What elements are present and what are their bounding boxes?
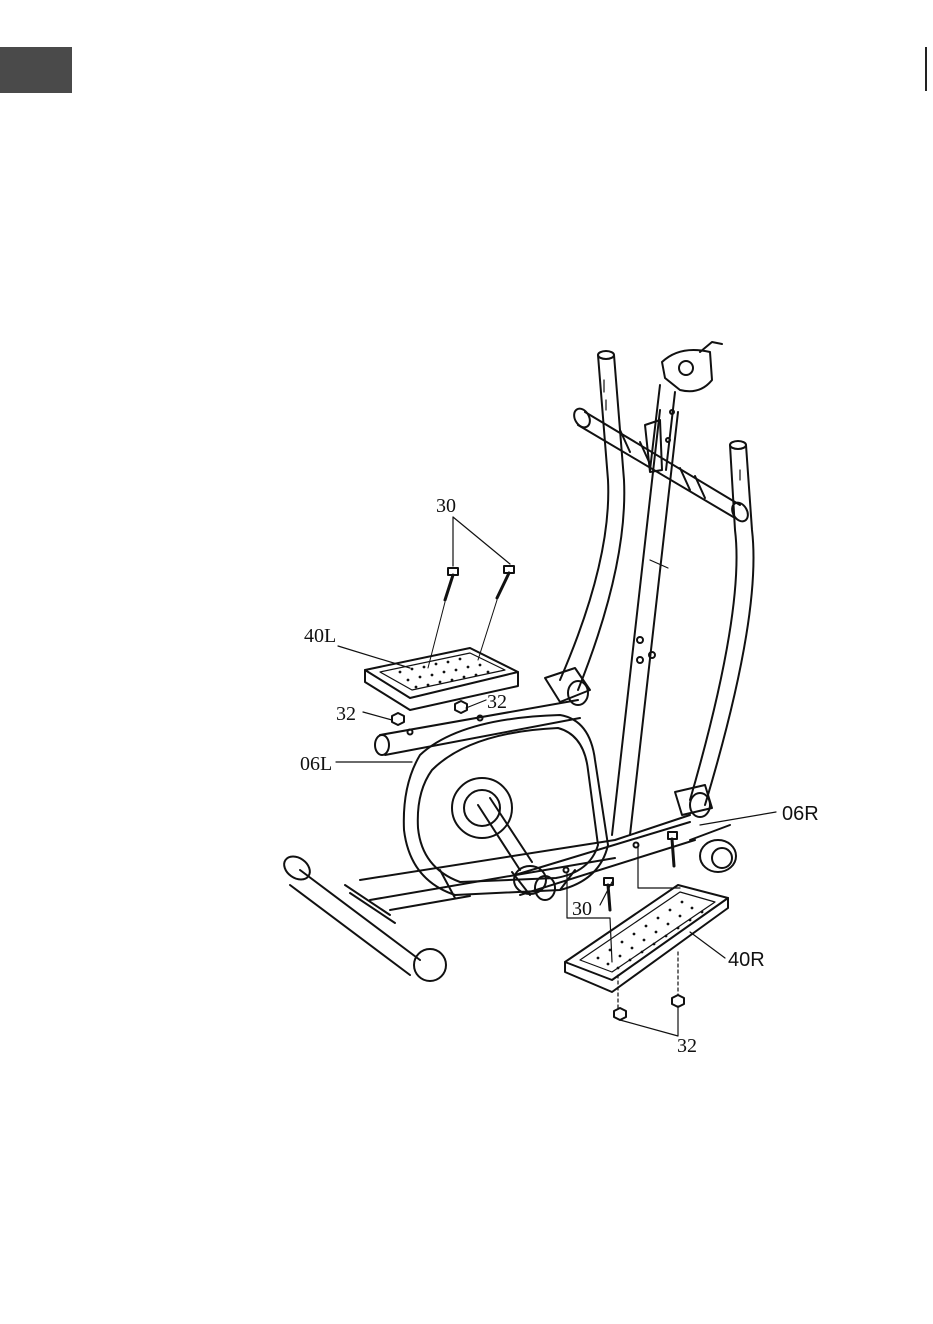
label-right-pedal: 40R (728, 949, 765, 971)
flywheel-housing (404, 715, 608, 898)
right-moving-arm (675, 441, 753, 817)
label-nut-right: 32 (677, 1035, 697, 1057)
label-nut-left-b: 32 (487, 691, 507, 713)
label-right-pedal-arm: 06R (782, 803, 819, 825)
bolts-left-pedal (428, 566, 514, 668)
label-left-pedal: 40L (304, 625, 336, 647)
label-bolt-top: 30 (436, 495, 456, 517)
label-bolt-right: 30 (572, 898, 592, 920)
leader-lines (336, 517, 776, 1036)
nuts-right-pedal (614, 995, 684, 1020)
label-nut-left-a: 32 (336, 703, 356, 725)
part-labels: 30 40L 32 32 06L 06R 30 40R 32 (300, 495, 819, 1057)
front-handlebar (571, 406, 751, 524)
front-stabilizer-end (690, 825, 736, 872)
base-frame (360, 815, 690, 910)
main-column (612, 410, 678, 835)
label-left-pedal-arm: 06L (300, 753, 332, 775)
left-moving-arm (545, 351, 624, 705)
